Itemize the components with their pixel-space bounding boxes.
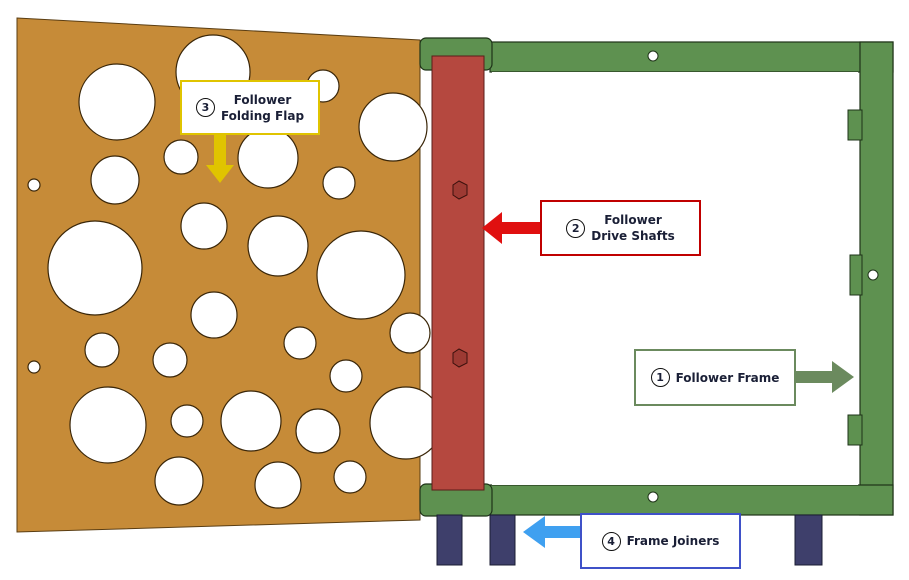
flap-hole	[316, 230, 406, 320]
flap-hole	[358, 92, 428, 162]
frame-joiner	[489, 514, 516, 566]
arrow-joiner	[523, 516, 580, 548]
hex-nut	[452, 180, 468, 200]
frame-hole	[647, 491, 659, 503]
flap-hole	[329, 359, 363, 393]
flap-hole	[254, 461, 302, 509]
callout-text: Drive Shafts	[591, 229, 675, 243]
callout-frame-joiners: 4 Frame Joiners	[580, 513, 741, 569]
follower-drive-shaft	[431, 55, 485, 491]
frame-tab	[849, 254, 863, 296]
callout-text: Frame Joiners	[626, 534, 720, 548]
flap-hole	[84, 332, 120, 368]
callout-text: Follower	[604, 213, 662, 227]
callout-text: Folding Flap	[220, 108, 305, 123]
frame-joiner	[794, 514, 823, 566]
flap-hole	[154, 456, 204, 506]
flap-hole	[369, 386, 443, 460]
flap-hole	[389, 312, 431, 354]
frame-hole	[647, 50, 659, 62]
flap-hole	[47, 220, 143, 316]
flap-hole	[220, 390, 282, 452]
frame-bar	[489, 484, 894, 516]
hex-nut	[452, 348, 468, 368]
flap-hole	[180, 202, 228, 250]
callout-follower-frame: 1 Follower Frame	[634, 349, 796, 406]
callout-arrows	[206, 135, 854, 548]
callout-number: 3	[195, 98, 215, 117]
follower-frame	[419, 37, 894, 517]
callout-text: Follower Frame	[675, 370, 780, 385]
callout-number: 2	[566, 218, 586, 238]
frame-joiners	[436, 514, 823, 566]
shaft-body	[431, 55, 485, 491]
flap-hole	[333, 460, 367, 494]
flap-hole	[170, 404, 204, 438]
arrow-flap	[206, 135, 234, 183]
flap-hole	[247, 215, 309, 277]
flap-hole	[163, 139, 199, 175]
flap-hole	[27, 360, 41, 374]
callout-number: 4	[601, 531, 621, 551]
flap-hole	[237, 127, 299, 189]
frame-opening	[492, 72, 858, 485]
arrow-shaft	[482, 212, 540, 244]
callout-number: 1	[650, 368, 670, 387]
arrow-frame	[796, 361, 854, 393]
flap-hole	[69, 386, 147, 464]
frame-tab	[847, 414, 863, 446]
frame-hole	[867, 269, 879, 281]
frame-bar	[489, 41, 894, 73]
flap-hole	[190, 291, 238, 339]
flap-hole	[78, 63, 156, 141]
flap-hole	[283, 326, 317, 360]
frame-joiner	[436, 514, 463, 566]
flap-hole	[295, 408, 341, 454]
callout-text: Follower	[233, 92, 292, 107]
follower-folding-flap	[16, 17, 443, 533]
flap-hole	[27, 178, 41, 192]
flap-hole	[90, 155, 140, 205]
flap-hole	[322, 166, 356, 200]
frame-tab	[847, 109, 863, 141]
flap-hole	[152, 342, 188, 378]
